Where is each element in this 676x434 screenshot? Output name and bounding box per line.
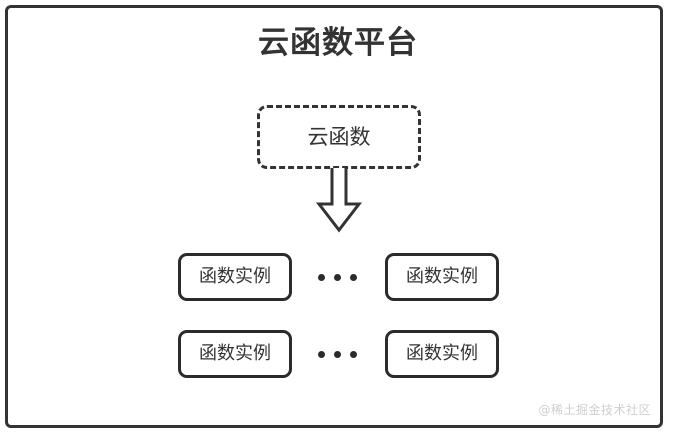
- ellipsis-dot: [317, 273, 325, 281]
- page-title: 云函数平台: [258, 25, 418, 61]
- function-instance-box: 函数实例: [385, 330, 499, 378]
- ellipsis-dot: [349, 273, 357, 281]
- function-instance-label: 函数实例: [199, 266, 271, 287]
- ellipsis-dot: [317, 350, 325, 358]
- instance-row: 函数实例 函数实例: [0, 253, 676, 303]
- watermark: @稀土掘金技术社区: [538, 403, 651, 417]
- ellipsis-dot: [333, 350, 341, 358]
- function-instance-box: 函数实例: [178, 330, 292, 378]
- function-instance-box: 函数实例: [385, 253, 499, 301]
- function-instance-label: 函数实例: [199, 343, 271, 364]
- ellipsis-icon: [303, 330, 371, 378]
- cloud-function-box: 云函数: [257, 105, 421, 169]
- down-block-arrow-icon: [312, 168, 366, 234]
- ellipsis-dot: [333, 273, 341, 281]
- cloud-function-label: 云函数: [307, 124, 371, 149]
- ellipsis-icon: [303, 253, 371, 301]
- instance-row: 函数实例 函数实例: [0, 330, 676, 380]
- function-instance-label: 函数实例: [406, 266, 478, 287]
- function-instance-box: 函数实例: [178, 253, 292, 301]
- function-instance-label: 函数实例: [406, 343, 478, 364]
- ellipsis-dot: [349, 350, 357, 358]
